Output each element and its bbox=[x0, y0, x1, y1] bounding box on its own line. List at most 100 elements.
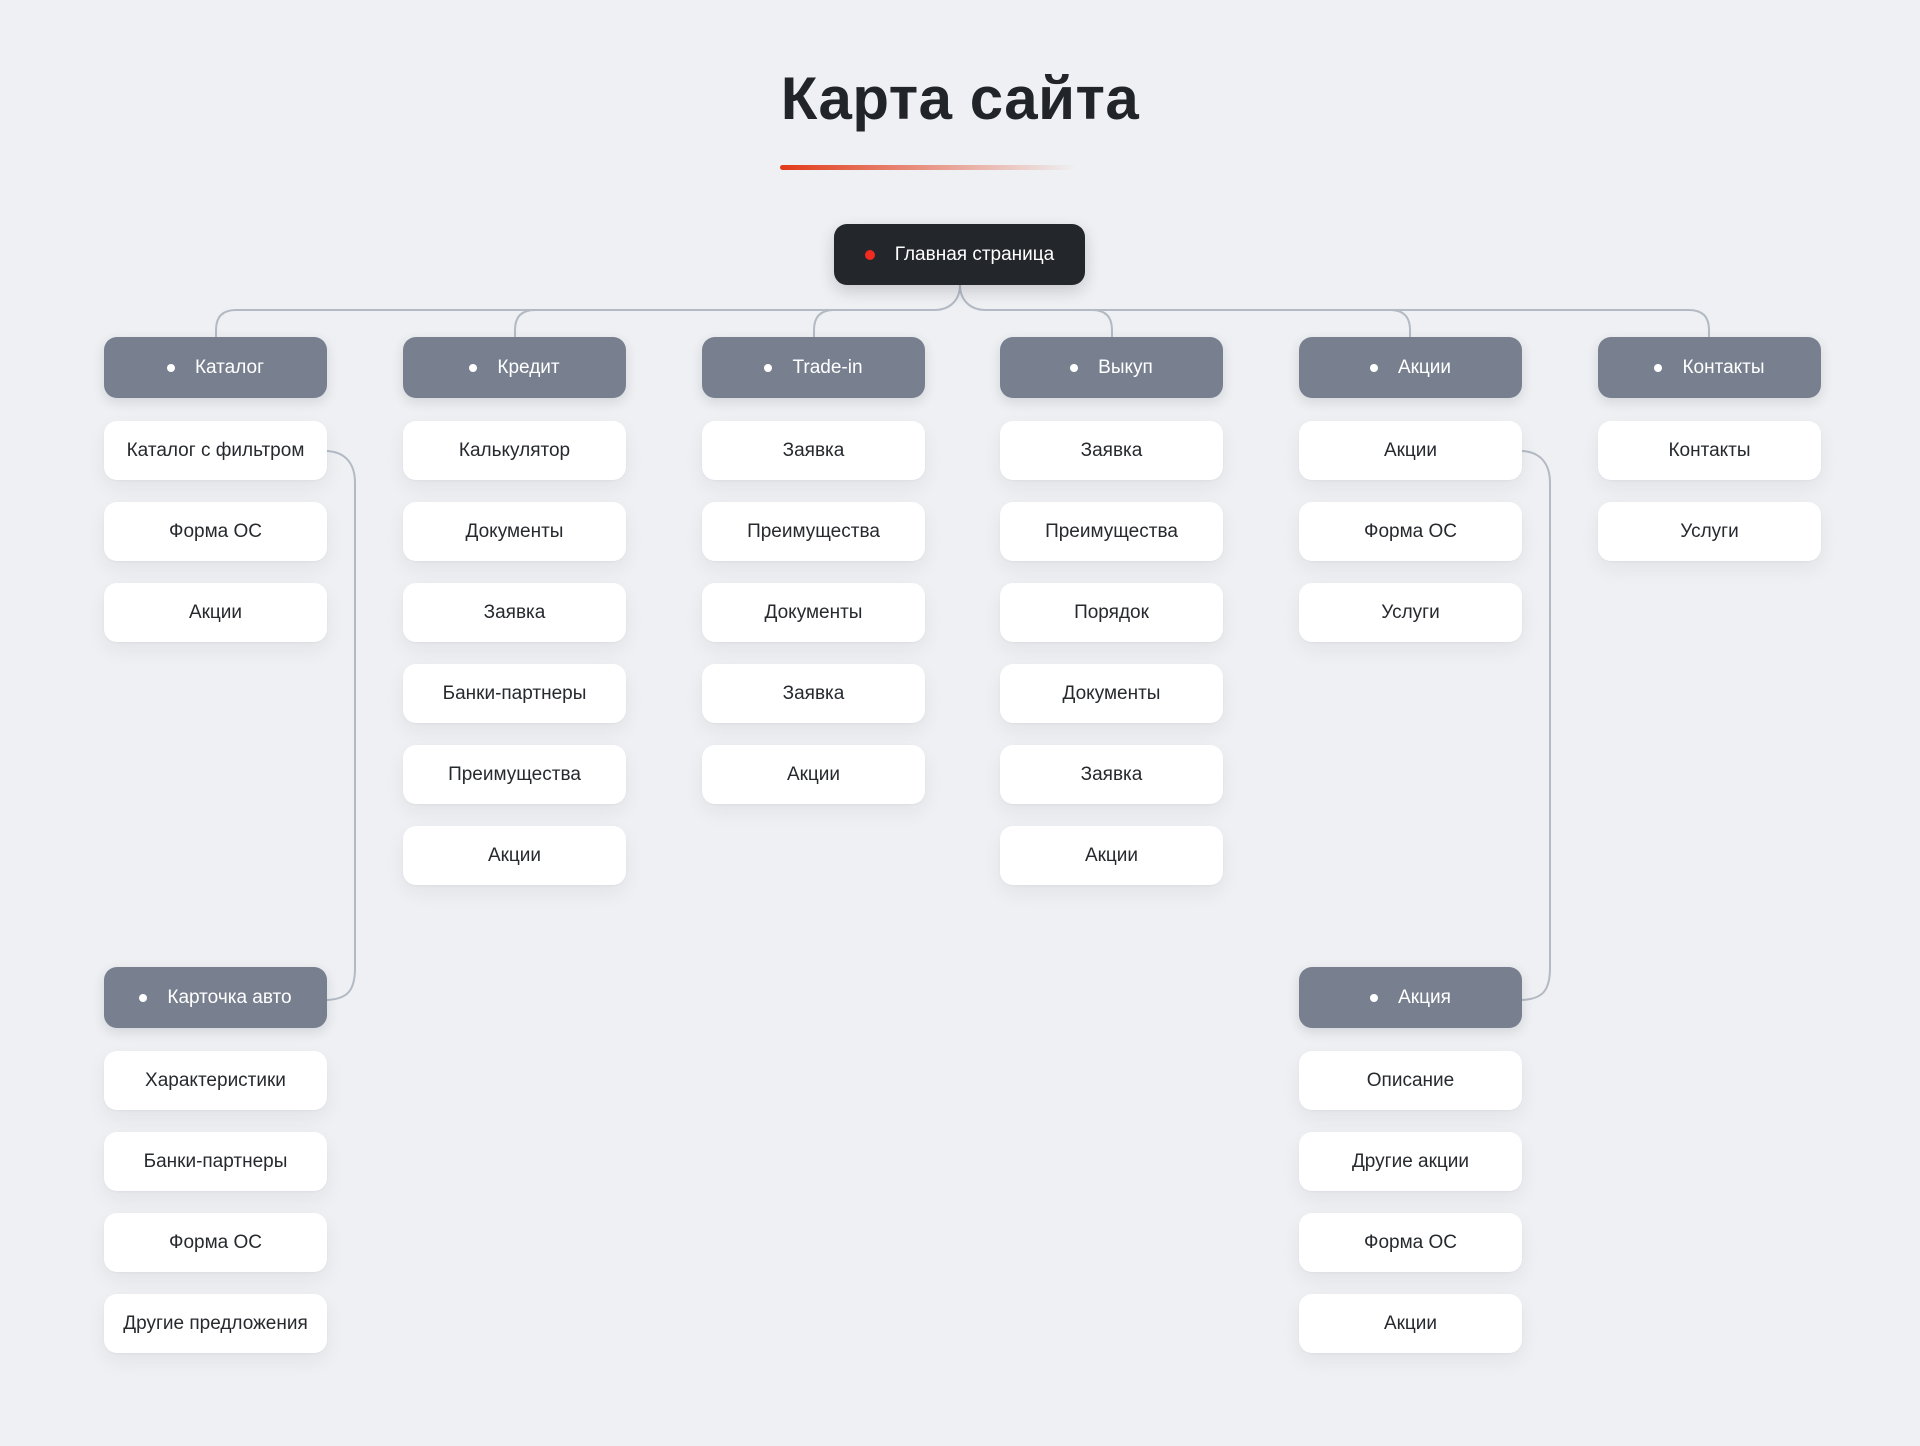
column-1-card-3-label: Банки-партнеры bbox=[442, 682, 587, 704]
connector-promos-to-promo bbox=[1521, 450, 1551, 1001]
column-0-card-2-label: Акции bbox=[188, 601, 243, 623]
column-5-card-1-label: Услуги bbox=[1680, 520, 1739, 542]
subtree-0-card-2[interactable]: Форма ОС bbox=[104, 1213, 327, 1272]
column-2-card-3[interactable]: Заявка bbox=[702, 664, 925, 723]
white-dot-icon bbox=[764, 363, 773, 372]
column-0-header[interactable]: Каталог bbox=[104, 337, 327, 398]
column-3-card-0[interactable]: Заявка bbox=[1000, 421, 1223, 480]
column-2-card-2[interactable]: Документы bbox=[702, 583, 925, 642]
column-4-card-2-label: Услуги bbox=[1381, 601, 1440, 623]
subtree-0-card-0[interactable]: Характеристики bbox=[104, 1051, 327, 1110]
column-1-card-2[interactable]: Заявка bbox=[403, 583, 626, 642]
column-5-card-1[interactable]: Услуги bbox=[1598, 502, 1821, 561]
column-3-card-2[interactable]: Порядок bbox=[1000, 583, 1223, 642]
column-4-card-0-label: Акции bbox=[1383, 439, 1438, 461]
column-3-header[interactable]: Выкуп bbox=[1000, 337, 1223, 398]
column-1-card-4[interactable]: Преимущества bbox=[403, 745, 626, 804]
subtree-1-header[interactable]: Акция bbox=[1299, 967, 1522, 1028]
column-0-header-label: Каталог bbox=[194, 356, 265, 378]
column-1-card-4-label: Преимущества bbox=[448, 763, 581, 785]
column-1-card-2-label: Заявка bbox=[483, 601, 546, 623]
subtree-0-card-3-label: Другие предложения bbox=[123, 1312, 308, 1334]
white-dot-icon bbox=[166, 363, 175, 372]
connector-drop-promos bbox=[1389, 309, 1411, 337]
subtree-0-card-2-label: Форма ОС bbox=[169, 1231, 262, 1253]
column-2-card-2-label: Документы bbox=[764, 601, 863, 623]
column-3-card-4[interactable]: Заявка bbox=[1000, 745, 1223, 804]
column-3-card-1-label: Преимущества bbox=[1045, 520, 1178, 542]
column-2-card-1-label: Преимущества bbox=[747, 520, 880, 542]
white-dot-icon bbox=[139, 993, 148, 1002]
white-dot-icon bbox=[1370, 993, 1379, 1002]
red-dot-icon bbox=[864, 249, 875, 260]
column-2-card-3-label: Заявка bbox=[782, 682, 845, 704]
connector-root-right-bus bbox=[959, 284, 1710, 337]
column-3-card-0-label: Заявка bbox=[1080, 439, 1143, 461]
column-2-card-1[interactable]: Преимущества bbox=[702, 502, 925, 561]
subtree-1-card-2-label: Форма ОС bbox=[1364, 1231, 1457, 1253]
column-5-header[interactable]: Контакты bbox=[1598, 337, 1821, 398]
column-2-card-4[interactable]: Акции bbox=[702, 745, 925, 804]
subtree-0-header-label: Карточка авто bbox=[167, 986, 292, 1008]
column-3-card-5[interactable]: Акции bbox=[1000, 826, 1223, 885]
page-title: Карта сайта bbox=[780, 65, 1140, 132]
column-0-card-1-label: Форма ОС bbox=[169, 520, 262, 542]
subtree-0-header[interactable]: Карточка авто bbox=[104, 967, 327, 1028]
connector-root-left-bus bbox=[215, 284, 961, 337]
subtree-0-card-1[interactable]: Банки-партнеры bbox=[104, 1132, 327, 1191]
column-5-card-0-label: Контакты bbox=[1668, 439, 1751, 461]
subtree-1-card-3[interactable]: Акции bbox=[1299, 1294, 1522, 1353]
column-2-header[interactable]: Trade-in bbox=[702, 337, 925, 398]
column-1-card-3[interactable]: Банки-партнеры bbox=[403, 664, 626, 723]
column-4-card-2[interactable]: Услуги bbox=[1299, 583, 1522, 642]
white-dot-icon bbox=[1070, 363, 1079, 372]
column-1-card-5[interactable]: Акции bbox=[403, 826, 626, 885]
column-1-card-1[interactable]: Документы bbox=[403, 502, 626, 561]
subtree-0-card-1-label: Банки-партнеры bbox=[143, 1150, 288, 1172]
column-2-card-0[interactable]: Заявка bbox=[702, 421, 925, 480]
subtree-1-header-label: Акция bbox=[1398, 986, 1451, 1008]
connector-catalog-to-car-card bbox=[326, 450, 356, 1001]
column-1-header[interactable]: Кредит bbox=[403, 337, 626, 398]
column-3-card-2-label: Порядок bbox=[1074, 601, 1149, 623]
column-5-card-0[interactable]: Контакты bbox=[1598, 421, 1821, 480]
column-1-card-0[interactable]: Калькулятор bbox=[403, 421, 626, 480]
column-3-card-3[interactable]: Документы bbox=[1000, 664, 1223, 723]
connector-drop-tradein bbox=[813, 309, 835, 337]
column-4-card-1[interactable]: Форма ОС bbox=[1299, 502, 1522, 561]
connector-drop-credit bbox=[514, 309, 536, 337]
root-node-label: Главная страница bbox=[894, 243, 1055, 265]
subtree-1-card-2[interactable]: Форма ОС bbox=[1299, 1213, 1522, 1272]
subtree-1-card-0-label: Описание bbox=[1366, 1069, 1455, 1091]
column-0-card-2[interactable]: Акции bbox=[104, 583, 327, 642]
subtree-1-card-1[interactable]: Другие акции bbox=[1299, 1132, 1522, 1191]
subtree-0-card-3[interactable]: Другие предложения bbox=[104, 1294, 327, 1353]
title-underline bbox=[780, 165, 1076, 170]
column-2-card-0-label: Заявка bbox=[782, 439, 845, 461]
column-0-card-1[interactable]: Форма ОС bbox=[104, 502, 327, 561]
column-1-card-1-label: Документы bbox=[465, 520, 564, 542]
subtree-1-card-3-label: Акции bbox=[1383, 1312, 1438, 1334]
column-0-card-0[interactable]: Каталог с фильтром bbox=[104, 421, 327, 480]
connector-drop-buyout bbox=[1091, 309, 1113, 337]
column-3-card-1[interactable]: Преимущества bbox=[1000, 502, 1223, 561]
column-3-header-label: Выкуп bbox=[1098, 356, 1153, 378]
column-1-card-0-label: Калькулятор bbox=[458, 439, 571, 461]
column-3-card-4-label: Заявка bbox=[1080, 763, 1143, 785]
column-2-header-label: Trade-in bbox=[792, 356, 863, 378]
column-3-card-3-label: Документы bbox=[1062, 682, 1161, 704]
white-dot-icon bbox=[1654, 363, 1663, 372]
column-4-header[interactable]: Акции bbox=[1299, 337, 1522, 398]
column-4-header-label: Акции bbox=[1397, 356, 1452, 378]
column-4-card-0[interactable]: Акции bbox=[1299, 421, 1522, 480]
subtree-0-card-0-label: Характеристики bbox=[145, 1069, 286, 1091]
column-1-card-5-label: Акции bbox=[487, 844, 542, 866]
subtree-1-card-0[interactable]: Описание bbox=[1299, 1051, 1522, 1110]
white-dot-icon bbox=[469, 363, 478, 372]
column-0-card-0-label: Каталог с фильтром bbox=[126, 439, 305, 461]
column-3-card-5-label: Акции bbox=[1084, 844, 1139, 866]
root-node[interactable]: Главная страница bbox=[834, 224, 1085, 285]
white-dot-icon bbox=[1369, 363, 1378, 372]
column-4-card-1-label: Форма ОС bbox=[1364, 520, 1457, 542]
